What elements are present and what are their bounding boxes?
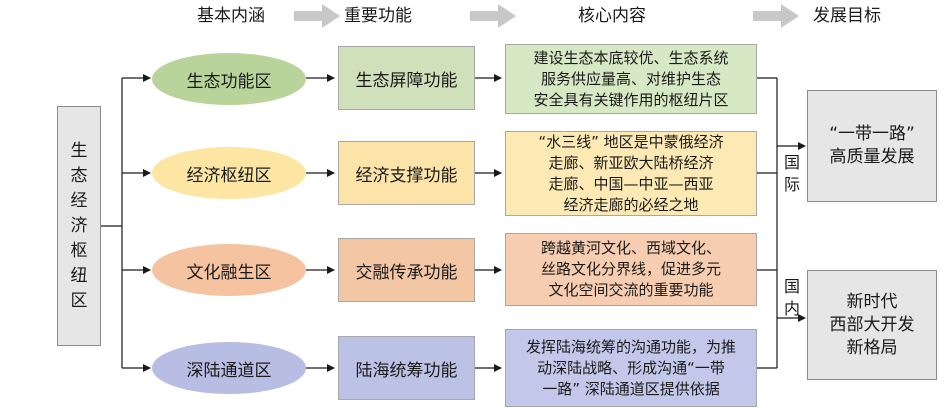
- root-char: 济: [70, 215, 88, 236]
- core-line: 跨越黄河文化、西域文化、: [540, 239, 721, 257]
- root-box: 生 态 经 济 枢 纽 区: [57, 106, 101, 346]
- core-line: “水三线” 地区是中蒙俄经济: [538, 132, 724, 151]
- core-line: 文化空间交流的重要功能: [548, 281, 714, 299]
- root-char: 纽: [70, 265, 88, 286]
- core-line: 动深陆战略、形成沟通“一带: [537, 358, 725, 377]
- goal-box-domestic: 新时代 西部大开发 新格局: [807, 270, 937, 380]
- root-char: 枢: [70, 240, 88, 261]
- zone-oval-economy: 经济枢纽区: [152, 147, 306, 199]
- domestic-label: 国 内: [783, 277, 800, 318]
- zone-oval-culture: 文化融生区: [152, 244, 306, 296]
- core-box-economy: “水三线” 地区是中蒙俄经济 走廊、新亚欧大陆桥经济 走廊、中国—中亚—西亚 经…: [505, 131, 757, 216]
- core-box-culture: 跨越黄河文化、西域文化、 丝路文化分界线，促进多元 文化空间交流的重要功能: [505, 233, 757, 306]
- international-label: 国 际: [783, 153, 800, 194]
- header-function: 重要功能: [344, 6, 412, 26]
- goal-line: 新时代: [846, 291, 898, 312]
- header-arrow-3: [753, 4, 799, 28]
- root-char: 经: [70, 190, 88, 211]
- header-core: 核心内容: [578, 6, 646, 26]
- goal-box-international: “一带一路” 高质量发展: [807, 90, 937, 202]
- zone-oval-inland: 深陆通道区: [152, 342, 306, 394]
- function-box-inland: 陆海统筹功能: [338, 336, 475, 400]
- core-line: 服务供应量高、对维护生态: [540, 69, 721, 88]
- root-char: 态: [70, 165, 88, 186]
- header-basic: 基本内涵: [197, 6, 265, 26]
- core-line: 走廊、中国—中亚—西亚: [548, 174, 714, 193]
- core-line: 发挥陆海统筹的沟通功能，为推: [525, 337, 736, 356]
- core-line: 走廊、新亚欧大陆桥经济: [548, 153, 714, 172]
- core-line: 建设生态本底较优、生态系统: [533, 48, 729, 67]
- core-line: 丝路文化分界线，促进多元: [540, 260, 721, 278]
- function-box-ecology: 生态屏障功能: [338, 46, 475, 110]
- header-arrow-1: [294, 4, 340, 28]
- header-arrow-2: [470, 4, 516, 28]
- zone-oval-ecology: 生态功能区: [152, 53, 306, 105]
- core-box-ecology: 建设生态本底较优、生态系统 服务供应量高、对维护生态 安全具有关键作用的枢纽片区: [505, 44, 757, 114]
- core-box-inland: 发挥陆海统筹的沟通功能，为推 动深陆战略、形成沟通“一带 一路” 深陆通道区提供…: [505, 329, 757, 407]
- function-box-economy: 经济支撑功能: [338, 141, 475, 205]
- goal-line: “一带一路”: [829, 124, 915, 144]
- core-line: 安全具有关键作用的枢纽片区: [533, 90, 729, 109]
- goal-line: 高质量发展: [829, 147, 915, 167]
- goal-line: 西部大开发: [829, 314, 915, 335]
- function-box-culture: 交融传承功能: [338, 238, 475, 302]
- core-line: 一路” 深陆通道区提供依据: [542, 379, 720, 398]
- root-char: 区: [70, 290, 88, 311]
- header-goal: 发展目标: [813, 6, 881, 26]
- core-line: 经济走廊的必经之地: [563, 195, 699, 214]
- goal-line: 新格局: [846, 337, 898, 358]
- root-char: 生: [70, 140, 88, 161]
